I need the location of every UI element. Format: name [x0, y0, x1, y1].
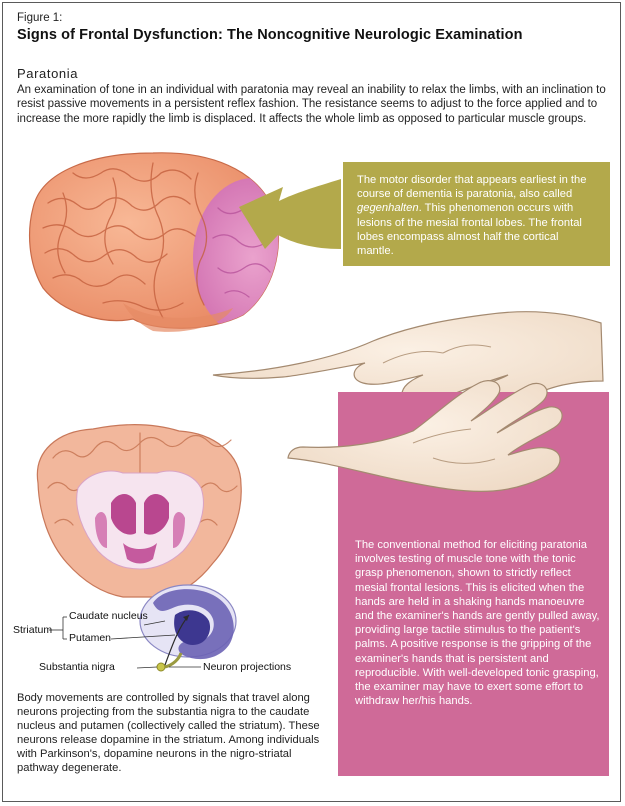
- illustration-layer: [29, 152, 609, 776]
- callout-text-after: . This phenomenon occurs with lesions of…: [357, 202, 582, 258]
- label-neuron-projections: Neuron projections: [203, 661, 292, 673]
- bottom-paragraph: Body movements are controlled by signals…: [17, 692, 320, 775]
- callout-box: The motor disorder that appears earliest…: [343, 162, 610, 266]
- figure-label: Figure 1:: [17, 12, 63, 24]
- label-substantia-nigra: Substantia nigra: [39, 661, 115, 673]
- patient-hand-illustration: [287, 380, 563, 492]
- intro-paragraph: An examination of tone in an individual …: [17, 84, 606, 125]
- basal-ganglia-inset: [139, 584, 237, 672]
- callout-text-before: The motor disorder that appears earliest…: [357, 174, 587, 201]
- coronal-brain-section: [36, 424, 242, 598]
- callout-term: gegenhalten: [357, 202, 419, 215]
- label-caudate-nucleus: Caudate nucleus: [69, 610, 148, 622]
- label-striatum: Striatum: [13, 624, 53, 636]
- lateral-brain-illustration: [29, 152, 279, 332]
- section-title: Paratonia: [17, 66, 79, 81]
- label-putamen: Putamen: [69, 632, 112, 644]
- callout-arrow: [239, 179, 341, 249]
- examiner-hand-illustration: [212, 311, 604, 408]
- figure-title: Signs of Frontal Dysfunction: The Noncog…: [17, 27, 523, 43]
- grasp-paragraph: The conventional method for eliciting pa…: [355, 539, 600, 708]
